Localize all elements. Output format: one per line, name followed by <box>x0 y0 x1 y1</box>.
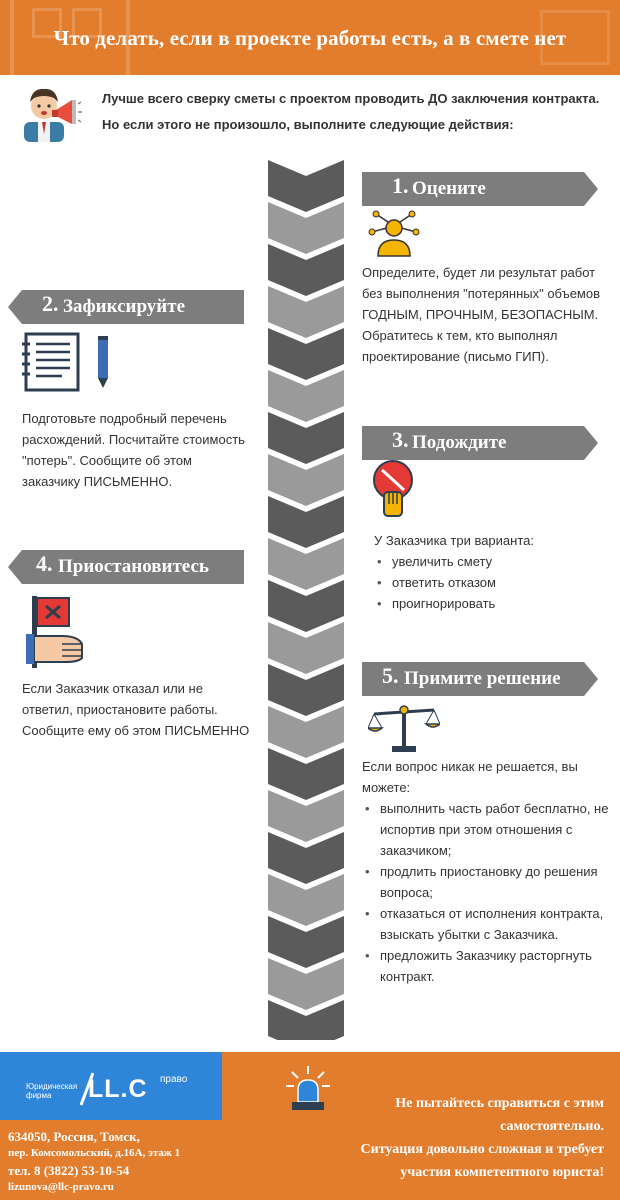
list-item: увеличить смету <box>374 551 604 572</box>
step-5-options: выполнить часть работ бесплатно, не испо… <box>362 798 610 987</box>
header-decoration <box>540 10 610 65</box>
spine-chevron <box>268 958 344 1010</box>
spine-chevron <box>268 160 344 212</box>
step-3-title: Подождите <box>412 432 507 453</box>
step-3-content: У Заказчика три варианта: увеличить смет… <box>374 530 604 614</box>
email-link[interactable]: lizunova@llc-pravo.ru <box>8 1181 114 1193</box>
warning-line: Ситуация довольно сложная и требует <box>360 1142 604 1157</box>
header-decoration <box>32 8 62 38</box>
phone-number[interactable]: тел. 8 (3822) 53-10-54 <box>8 1163 130 1178</box>
intro-text: Лучше всего сверку сметы с проектом пров… <box>102 91 600 132</box>
step-4-title: Приостановитесь <box>58 556 209 577</box>
step-3-banner: 3. Подождите <box>362 426 598 460</box>
spine-chevron <box>268 832 344 884</box>
spine-chevron <box>268 496 344 548</box>
logo-name: LL.C <box>88 1075 148 1103</box>
step-5-lead: Если вопрос никак не решается, вы можете… <box>362 759 578 795</box>
step-1-number: 1. <box>392 173 409 198</box>
page-title: Что делать, если в проекте работы есть, … <box>53 26 567 50</box>
timeline-spine <box>268 160 344 1040</box>
spine-chevron <box>268 538 344 590</box>
spine-chevron <box>268 370 344 422</box>
warning-line: самостоятельно. <box>500 1119 604 1134</box>
spine-chevron <box>268 748 344 800</box>
spine-chevron <box>268 706 344 758</box>
spine-chevron <box>268 664 344 716</box>
logo-slash-icon <box>80 1072 94 1106</box>
footer-warning-panel <box>230 1052 620 1200</box>
spine-chevron <box>268 454 344 506</box>
step-2-banner: 2. Зафиксируйте <box>8 290 244 324</box>
alarm-siren-icon <box>286 1066 330 1110</box>
step-4-number: 4. <box>36 551 53 576</box>
warning-line: участия компетентного юриста! <box>400 1165 604 1180</box>
warning-message: Не пытайтесь справиться с этим самостоят… <box>262 1092 604 1184</box>
list-item: проигнорировать <box>374 593 604 614</box>
spine-chevron <box>268 916 344 968</box>
logo-superscript: право <box>160 1074 188 1085</box>
spine-chevron <box>268 412 344 464</box>
step-3-number: 3. <box>392 427 409 452</box>
warning-line: Не пытайтесь справиться с этим <box>395 1096 604 1111</box>
step-1-banner: 1. Оцените <box>362 172 598 206</box>
spine-chevron <box>268 244 344 296</box>
logo-caption: Юридическая фирма <box>26 1082 78 1100</box>
stop-hand-icon <box>373 460 413 517</box>
address-line: пер. Комсомольский, д.16А, этаж 1 <box>8 1147 181 1159</box>
list-item: ответить отказом <box>374 572 604 593</box>
scales-icon <box>368 705 440 752</box>
list-item: предложить Заказчику расторгнуть контрак… <box>362 945 610 987</box>
step-2-title: Зафиксируйте <box>63 296 186 317</box>
stop-flag-icon <box>26 596 83 668</box>
idea-network-icon <box>368 210 420 257</box>
step-4-text: Если Заказчик отказал или не ответил, пр… <box>22 681 250 738</box>
step-4-banner: 4. Приостановитесь <box>8 550 244 584</box>
header-decoration <box>72 8 102 38</box>
step-2-number: 2. <box>42 291 59 316</box>
header-decoration <box>10 0 130 75</box>
document-pen-icon <box>22 332 108 392</box>
company-logo[interactable] <box>0 1052 222 1120</box>
list-item: отказаться от исполнения контракта, взыс… <box>362 903 610 945</box>
spine-chevron <box>268 622 344 674</box>
address-line: 634050, Россия, Томск, <box>8 1129 140 1144</box>
step-3-lead: У Заказчика три варианта: <box>374 533 534 548</box>
step-5-number: 5. <box>382 663 399 688</box>
speaker-megaphone-icon <box>24 88 82 142</box>
spine-chevron <box>268 286 344 338</box>
step-5-title: Примите решение <box>404 668 561 689</box>
step-5-content: Если вопрос никак не решается, вы можете… <box>362 756 610 987</box>
spine-chevron <box>268 790 344 842</box>
list-item: продлить приостановку до решения вопроса… <box>362 861 610 903</box>
spine-chevron <box>268 580 344 632</box>
contact-address: 634050, Россия, Томск, пер. Комсомольски… <box>8 1128 228 1196</box>
spine-chevron <box>268 874 344 926</box>
step-5-banner: 5. Примите решение <box>362 662 598 696</box>
spine-chevron <box>268 1000 344 1040</box>
step-1-text: Определите, будет ли результат работ без… <box>362 265 600 364</box>
step-2-text: Подготовьте подробный перечень расхожден… <box>22 411 245 489</box>
list-item: выполнить часть работ бесплатно, не испо… <box>362 798 610 861</box>
step-3-options: увеличить смету ответить отказом проигно… <box>374 551 604 614</box>
step-1-title: Оцените <box>412 178 486 199</box>
header-banner: Что делать, если в проекте работы есть, … <box>0 0 620 75</box>
spine-chevron <box>268 202 344 254</box>
spine-chevron <box>268 328 344 380</box>
